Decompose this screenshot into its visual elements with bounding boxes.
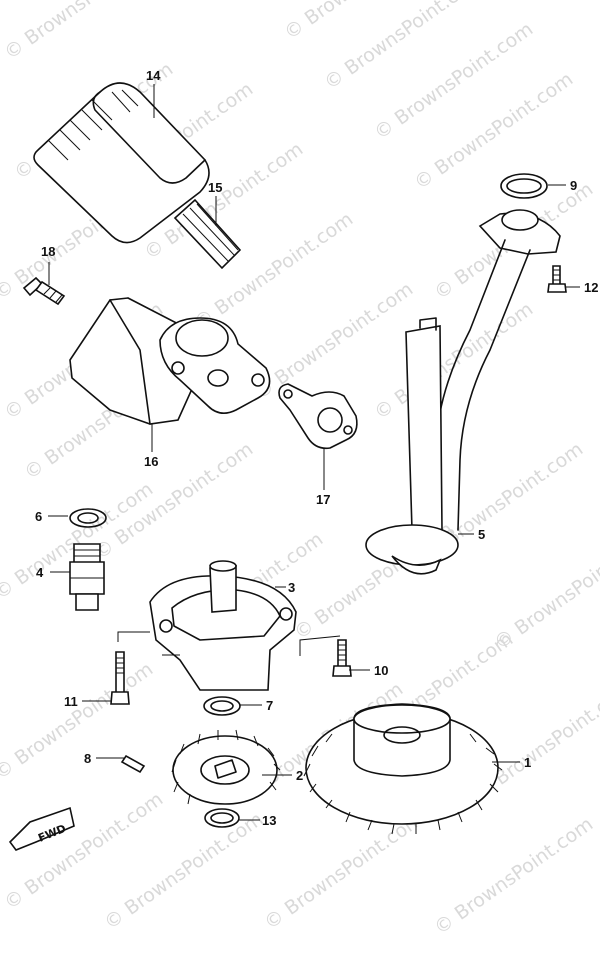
callout-2: 2: [296, 768, 303, 783]
callout-16: 16: [144, 454, 158, 469]
part-bolt-10: [332, 639, 352, 677]
part-driven-gear: [303, 703, 503, 835]
part-bolt-18: [22, 276, 66, 306]
assembly-guide-lines: [117, 631, 341, 656]
watermark-text: © BrownsPoint.com: [0, 0, 167, 64]
callout-9: 9: [570, 178, 577, 193]
callout-13: 13: [262, 813, 276, 828]
part-bolt-11: [110, 651, 130, 705]
part-oil-filter: [33, 82, 210, 244]
part-stud: [173, 198, 242, 270]
watermark-text: © BrownsPoint.com: [260, 808, 427, 934]
watermark-text: © BrownsPoint.com: [370, 298, 537, 424]
callout-12: 12: [584, 280, 598, 295]
watermark-text: © BrownsPoint.com: [430, 813, 597, 939]
part-drive-gear: [171, 729, 281, 805]
leader-lines: [48, 84, 580, 821]
watermark-text: © BrownsPoint.com: [250, 278, 417, 404]
callout-4: 4: [36, 565, 44, 580]
callout-3: 3: [288, 580, 295, 595]
part-pin-8: [120, 754, 146, 774]
part-bolt-12: [547, 265, 567, 293]
callout-5: 5: [478, 527, 485, 542]
callout-1: 1: [524, 755, 531, 770]
part-gasket: [278, 383, 358, 450]
part-circlip-13: [204, 808, 240, 828]
callout-17: 17: [316, 492, 330, 507]
part-o-ring-7: [203, 696, 241, 716]
callout-11: 11: [64, 694, 78, 709]
callout-14: 14: [146, 68, 161, 83]
part-washer-6: [69, 508, 107, 528]
part-oil-strainer: [365, 209, 561, 575]
callout-6: 6: [35, 509, 42, 524]
callout-labels: 1 2 3 4 5 6 7 8 9 10 11 12 13 14 15 16 1…: [35, 68, 598, 828]
part-oil-pump: [149, 560, 297, 691]
part-o-ring-9: [500, 173, 548, 199]
part-filter-housing: [69, 297, 271, 425]
callout-10: 10: [374, 663, 388, 678]
callout-7: 7: [266, 698, 273, 713]
callout-18: 18: [41, 244, 55, 259]
part-fitting-4: [69, 543, 105, 611]
callout-15: 15: [208, 180, 222, 195]
callout-8: 8: [84, 751, 91, 766]
forward-direction-indicator: FWD: [8, 806, 75, 851]
